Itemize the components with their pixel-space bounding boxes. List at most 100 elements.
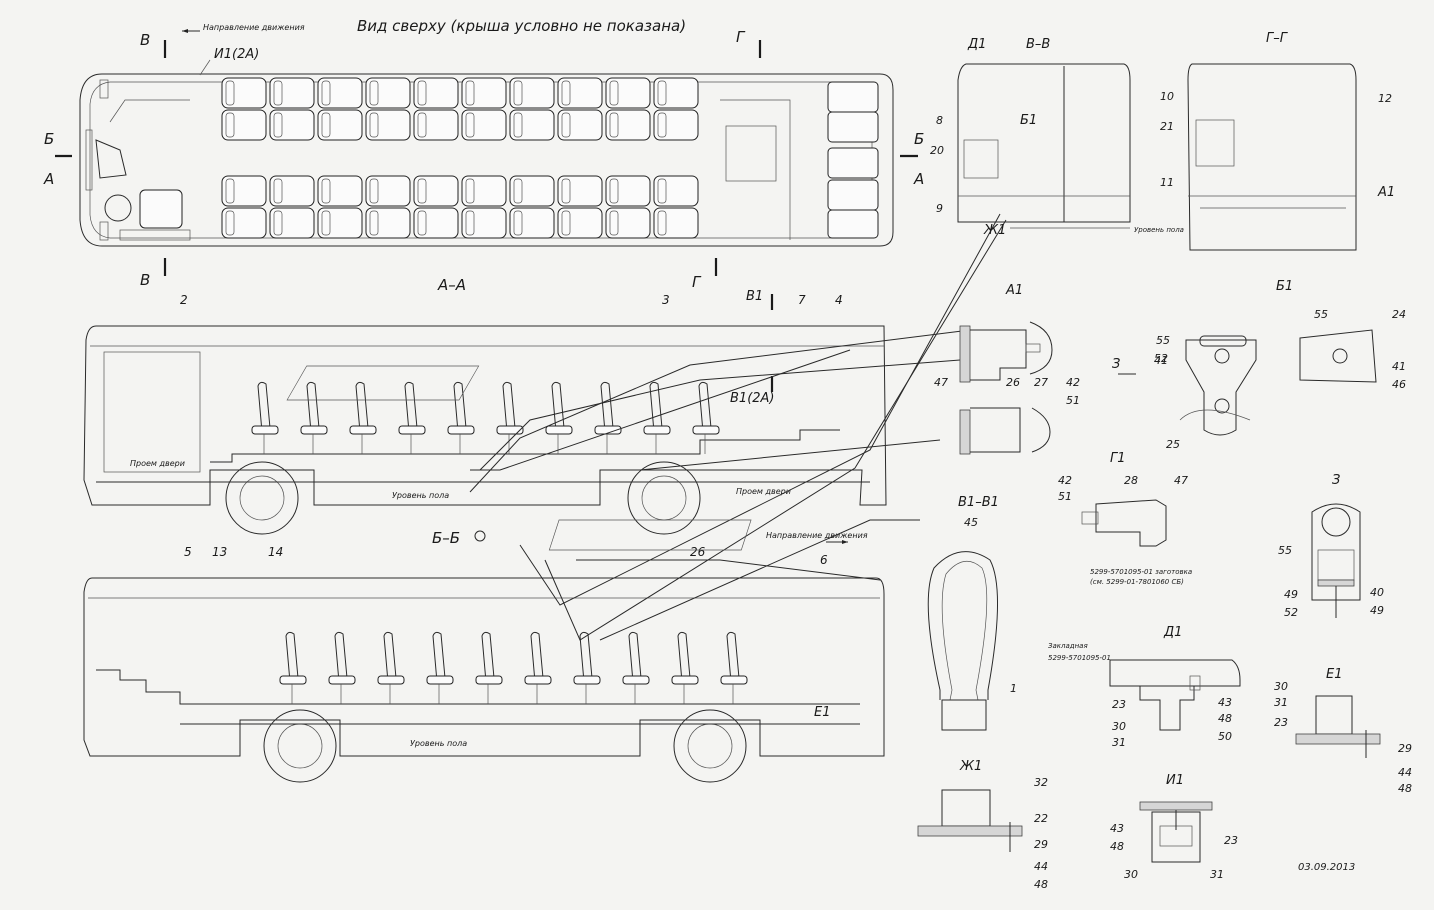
callout-52-z: 52 — [1284, 606, 1298, 619]
plan-seat — [605, 77, 651, 109]
fixture-note-2: 5299-5701095-01 — [1048, 654, 1111, 662]
callout-49-z: 49 — [1284, 588, 1298, 601]
side-seat — [545, 381, 573, 454]
callout-47-g1: 47 — [1174, 474, 1188, 487]
callout-51-g1: 51 — [1058, 490, 1072, 503]
plan-seat — [365, 77, 411, 109]
rear-seat-bench — [827, 81, 879, 239]
plan-seat — [509, 77, 555, 109]
floor-steps-aa — [210, 429, 840, 463]
side-seats-bb — [279, 631, 748, 704]
detail-zh1-title: Ж1 — [959, 759, 982, 774]
floor-label-aa: Уровень пола — [392, 491, 449, 500]
side-seat — [447, 381, 475, 454]
plan-seat — [605, 109, 651, 141]
cut-marker-b-right: Б А — [900, 130, 924, 188]
plan-seat — [557, 109, 603, 141]
plan-seat — [221, 175, 267, 207]
plan-seat — [653, 109, 699, 141]
callout-14: 14 — [268, 545, 283, 559]
svg-text:Г: Г — [736, 28, 746, 46]
front-door-aa — [103, 351, 201, 473]
side-seat — [349, 381, 377, 454]
view-gg: Г–Г 10 21 11 12 А1 — [1160, 31, 1395, 251]
front-door-zone — [109, 99, 190, 123]
bus-side-outline-bb — [83, 577, 885, 757]
plan-seat — [221, 207, 267, 239]
plan-seat — [413, 207, 459, 239]
rear-door-zone — [720, 99, 791, 240]
callout-26: 26 — [690, 545, 706, 559]
callout-5: 5 — [184, 545, 192, 559]
callout-44-e1: 44 — [1398, 766, 1412, 779]
vv-floor-label: Уровень пола — [1134, 226, 1184, 234]
side-seat — [692, 381, 720, 454]
callout-10: 10 — [1160, 90, 1174, 103]
plan-seat — [365, 207, 411, 239]
label-v1: В1 — [746, 289, 763, 304]
side-seat — [671, 631, 699, 704]
callout-41-b1b: 41 — [1392, 360, 1406, 373]
rear-luggage-area — [725, 125, 777, 182]
side-seat — [300, 381, 328, 454]
svg-text:Б: Б — [914, 130, 924, 148]
callout-6: 6 — [820, 553, 828, 567]
label-e1-side: Е1 — [814, 705, 831, 720]
gg-a1-label: А1 — [1377, 185, 1395, 200]
side-seat — [328, 631, 356, 704]
front-wheel-aa — [225, 461, 299, 535]
side-seat — [622, 631, 650, 704]
callout-43-d1: 43 — [1218, 696, 1232, 709]
bus-side-outline-aa — [83, 325, 887, 506]
blank-note-1: 5299-5701095-01 заготовка — [1090, 568, 1192, 576]
callout-47-a1: 47 — [934, 376, 948, 389]
callout-31-d1: 31 — [1112, 736, 1126, 749]
detail-e1-title: Е1 — [1326, 667, 1343, 682]
plan-seat — [653, 175, 699, 207]
gg-panel-21 — [1195, 119, 1235, 167]
callout-30-d1: 30 — [1112, 720, 1126, 733]
callout-29-e1: 29 — [1398, 742, 1412, 755]
floor-label-bb: Уровень пола — [410, 739, 467, 748]
detail-i1-title: И1 — [1166, 773, 1184, 788]
leader-i1 — [199, 59, 211, 76]
side-seat — [398, 381, 426, 454]
side-seat — [496, 381, 524, 454]
cut-marker-v-top: В — [140, 31, 167, 58]
plan-seat — [269, 207, 315, 239]
plan-seat — [557, 207, 603, 239]
callout-48-i1: 48 — [1110, 840, 1124, 853]
section-bb-title: Б–Б — [432, 529, 460, 547]
plan-seat — [365, 175, 411, 207]
callout-29-zh1: 29 — [1034, 838, 1048, 851]
side-seat — [524, 631, 552, 704]
callout-48-e1: 48 — [1398, 782, 1412, 795]
side-seat — [573, 631, 601, 704]
rotation-icon — [474, 530, 486, 542]
side-seat — [643, 381, 671, 454]
plan-seat — [461, 207, 507, 239]
steering-wheel-icon — [104, 194, 132, 222]
bus-plan-outline — [79, 73, 894, 247]
callout-44-zh1: 44 — [1034, 860, 1048, 873]
plan-seat — [605, 207, 651, 239]
direction-label-top: Направление движения — [203, 23, 305, 32]
callout-42-a1: 42 — [1066, 376, 1080, 389]
detail-e1: Е1 30 31 23 29 44 48 — [1274, 667, 1412, 795]
side-seat — [475, 631, 503, 704]
callout-43-i1: 43 — [1110, 822, 1124, 835]
detail-z: З 55 49 52 40 49 — [1278, 473, 1384, 619]
plan-seat — [317, 109, 363, 141]
detail-v1v1: В1–В1 45 1 — [927, 495, 1017, 731]
callout-41-b1: 41 — [1154, 354, 1168, 367]
direction-arrowhead-top — [182, 29, 188, 33]
plan-seat — [653, 77, 699, 109]
detail-d1-title: Д1 — [1163, 625, 1182, 640]
callout-12: 12 — [1378, 92, 1392, 105]
callout-42-g1: 42 — [1058, 474, 1072, 487]
vv-body — [957, 63, 1131, 223]
front-wheel-bb — [263, 709, 337, 783]
side-seat — [594, 381, 622, 454]
plan-seat — [269, 77, 315, 109]
side-seats-aa — [251, 381, 720, 454]
